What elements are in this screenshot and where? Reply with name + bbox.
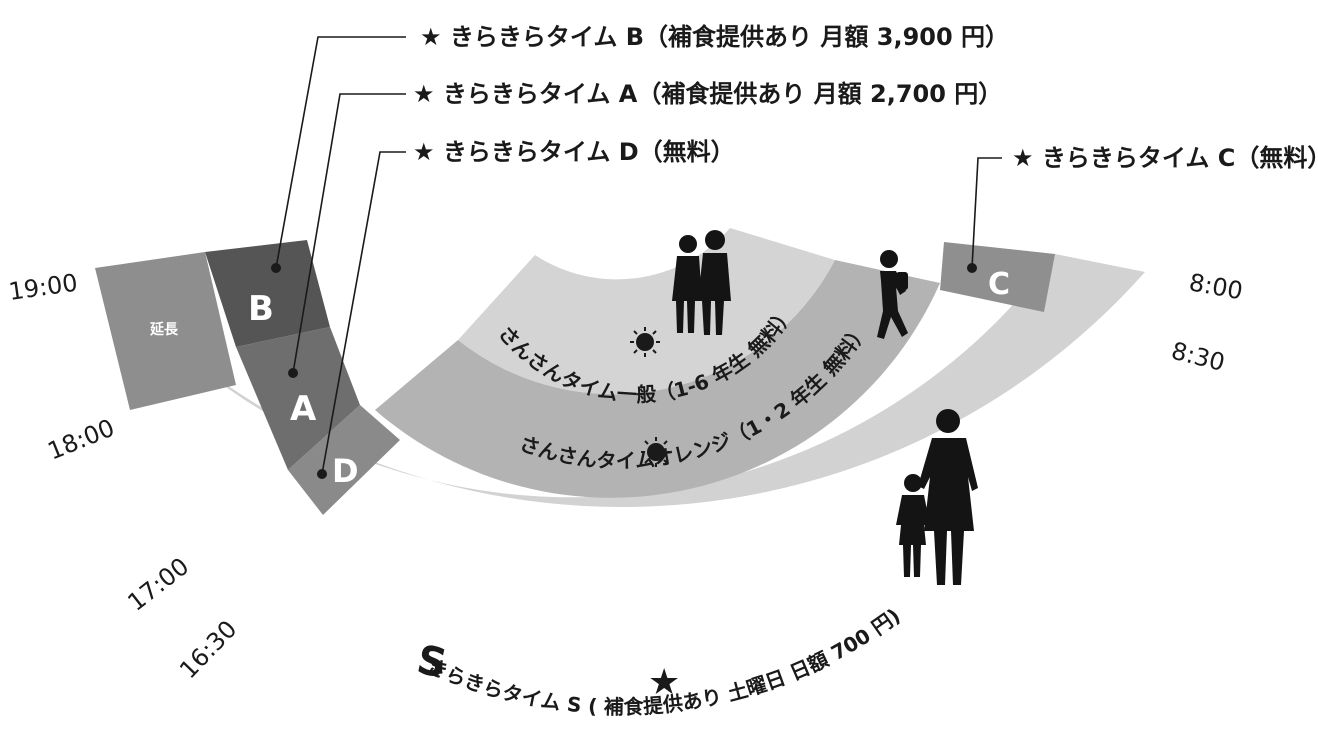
zone-enchou: [95, 252, 236, 410]
time-1630: 16:30: [174, 615, 242, 684]
zone-d: [288, 405, 400, 515]
legend-kirakira-c: ★ きらきらタイム C（無料）: [1012, 144, 1318, 172]
sun-icon: [630, 327, 660, 357]
leader-a: [292, 93, 406, 374]
zone-b: [205, 240, 330, 347]
sun-icon: [641, 437, 671, 467]
dot-c: [967, 263, 977, 273]
dot-a: [288, 368, 298, 378]
zone-label-a: A: [290, 389, 317, 429]
time-1900: 19:00: [7, 269, 79, 306]
leader-c: [971, 157, 1002, 269]
adult-child-icon: [896, 409, 978, 585]
middle-band: [375, 260, 940, 498]
zone-label-c: C: [988, 267, 1010, 302]
dot-b: [271, 263, 281, 273]
time-0800: 8:00: [1187, 268, 1245, 305]
zone-label-enchou: 延長: [149, 321, 179, 338]
star-icon: ★: [648, 662, 680, 703]
legend-kirakira-b: ★ きらきらタイム B（補食提供あり 月額 3,900 円）: [420, 23, 1009, 51]
zone-a: [236, 327, 360, 470]
time-1700: 17:00: [122, 552, 194, 617]
children-pair-icon: [672, 230, 731, 335]
outer-band: [95, 254, 1145, 508]
leader-b: [275, 36, 406, 269]
zone-label-d: D: [332, 452, 359, 490]
time-0830: 8:30: [1169, 337, 1228, 377]
zone-c: [940, 242, 1055, 312]
inner-band: [458, 228, 835, 395]
legend-kirakira-a: ★ きらきらタイム A（補食提供あり 月額 2,700 円）: [413, 80, 1002, 108]
walking-child-icon: [877, 250, 908, 339]
dot-d: [317, 469, 327, 479]
legend-kirakira-d: ★ きらきらタイム D（無料）: [413, 138, 735, 166]
zone-label-b: B: [248, 289, 274, 329]
leader-d: [321, 151, 406, 475]
time-1800: 18:00: [44, 414, 119, 466]
